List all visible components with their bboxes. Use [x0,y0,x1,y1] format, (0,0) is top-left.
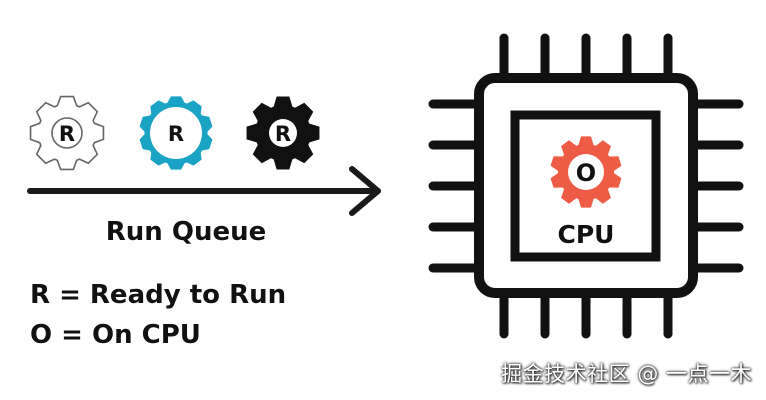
gear-cpu-hub [568,154,604,190]
gear-cpu-icon: O [550,136,622,208]
gear-ring-letter: R [168,122,184,146]
gear-outline-hub [51,117,83,149]
gear-solid-icon: R [246,96,320,170]
run-queue-label: Run Queue [106,217,266,247]
gear-ring-icon: R [139,96,213,170]
watermark: 掘金技术社区 @ 一点一木 [501,362,752,386]
cpu-label: CPU [558,220,615,249]
gear-outline-letter: R [59,122,75,146]
gear-ring-hub [150,107,202,159]
cpu-pins [428,33,744,339]
gear-outline-icon: R [29,95,105,171]
legend-oncpu: O = On CPU [30,320,201,350]
arrow-right-icon [27,166,381,216]
gear-cpu-letter: O [576,159,596,187]
gear-solid-hub [269,119,297,147]
gear-solid-letter: R [275,122,291,146]
legend-ready: R = Ready to Run [30,280,286,310]
